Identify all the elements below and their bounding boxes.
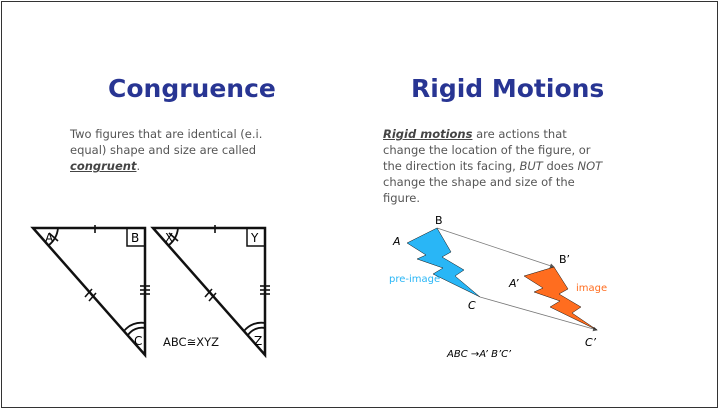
preimage-bolt (406, 227, 481, 298)
angle-arc-c-1 (123, 321, 146, 332)
tick-angle-a (48, 232, 59, 242)
angle-arc-c-2 (127, 326, 146, 336)
rigid-motion-diagram: A B C A’ B’ C’ pre-image image ABC →A’ B… (389, 214, 607, 360)
rigid-motions-text-3: change the shape and size of the figure. (383, 175, 575, 205)
label-z: Z (254, 334, 262, 348)
mapping-statement: ABC →A’ B’C’ (446, 349, 512, 360)
vertex-label-c-prime: C’ (585, 336, 596, 349)
congruence-definition-text: Two figures that are identical (e.i. equ… (70, 127, 263, 157)
label-y: Y (250, 231, 259, 245)
rigid-motions-text-1: are actions that change the location of … (383, 127, 591, 173)
label-c: C (134, 334, 142, 348)
image-bolt (523, 266, 598, 331)
angle-arc-x (168, 227, 179, 246)
label-b: B (131, 231, 139, 245)
rigid-motions-term: Rigid motions (383, 127, 473, 141)
congruence-statement: ABC≅XYZ (163, 335, 219, 349)
rigid-motions-text-2: does (542, 159, 578, 173)
rigid-motions-definition: Rigid motions are actions that change th… (383, 126, 603, 206)
angle-arc-a (48, 227, 59, 246)
image-label: image (576, 283, 607, 294)
vertex-label-b-prime: B’ (559, 253, 570, 266)
angle-arc-z-2 (247, 326, 266, 336)
tick-angle-x (168, 232, 179, 242)
mapping-line-c (479, 296, 598, 332)
right-angle-b (126, 227, 146, 247)
vertex-label-a: A (392, 235, 401, 248)
tick-xz-1 (204, 288, 213, 298)
congruent-triangles-diagram: A B C X Y Z ABC≅XYZ (30, 225, 270, 359)
mapping-line-b (436, 227, 555, 269)
vertex-label-b: B (435, 214, 443, 227)
tick-ac-2 (88, 292, 97, 302)
right-angle-y (246, 227, 266, 247)
congruent-term: congruent (70, 159, 137, 173)
tick-xz-2 (208, 292, 217, 302)
vertex-label-c: C (468, 299, 476, 312)
not-emphasis: NOT (577, 159, 603, 173)
congruence-definition-end: . (136, 159, 141, 173)
tick-ac-1 (84, 288, 93, 298)
but-emphasis: BUT (519, 159, 543, 173)
congruence-definition: Two figures that are identical (e.i. equ… (70, 126, 280, 174)
rigid-motions-title: Rigid Motions (411, 74, 605, 103)
label-x: X (165, 231, 173, 245)
vertex-label-a-prime: A’ (508, 277, 519, 290)
label-a: A (45, 231, 54, 245)
congruence-title: Congruence (108, 74, 276, 103)
preimage-label: pre-image (389, 274, 440, 285)
angle-arc-z-1 (243, 321, 266, 332)
